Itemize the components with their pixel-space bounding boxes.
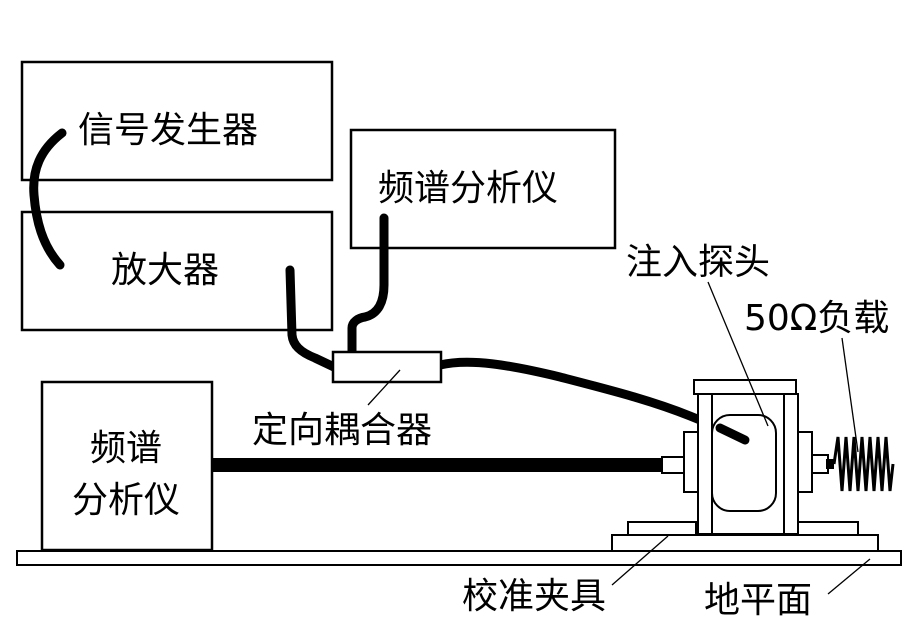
load-stem bbox=[826, 459, 834, 469]
load-50ohm-spring bbox=[832, 436, 895, 492]
leader-fixture bbox=[611, 535, 669, 586]
leader-coupler bbox=[367, 369, 401, 406]
fixture-post-right bbox=[783, 393, 799, 535]
cable-analyzer-to-fixture bbox=[212, 458, 668, 472]
spectrum-analyzer-left-box bbox=[40, 380, 214, 552]
signal-generator-box bbox=[20, 60, 334, 182]
connector-right bbox=[811, 454, 829, 474]
fixture-frame-top bbox=[693, 379, 797, 395]
connector-left bbox=[661, 456, 685, 474]
ground-plane bbox=[16, 550, 902, 566]
cable-probe-entry bbox=[715, 423, 750, 445]
fixture-foot-right bbox=[789, 521, 859, 536]
leader-probe bbox=[707, 281, 769, 427]
leader-ground bbox=[827, 558, 871, 595]
cable-siggen-to-amplifier bbox=[29, 128, 67, 270]
cable-coupler-to-spectrum-analyzer bbox=[347, 213, 389, 358]
label-spectrum-analyzer-top: 频谱分析仪 bbox=[378, 168, 558, 209]
label-spectrum-analyzer-left-line2: 分析仪 bbox=[72, 480, 180, 521]
label-injection-probe: 注入探头 bbox=[626, 242, 770, 283]
injection-probe-body bbox=[711, 414, 777, 512]
amplifier-box bbox=[20, 210, 334, 332]
fixture-post-left bbox=[697, 393, 713, 535]
label-signal-generator: 信号发生器 bbox=[78, 110, 258, 151]
label-load-50ohm: 50Ω负载 bbox=[744, 298, 889, 339]
label-spectrum-analyzer-left-line1: 频谱 bbox=[90, 428, 162, 469]
fixture-base bbox=[611, 534, 879, 552]
fixture-flange-right bbox=[797, 431, 813, 493]
cable-amplifier-to-coupler bbox=[285, 265, 339, 372]
leader-load bbox=[841, 337, 859, 453]
label-amplifier: 放大器 bbox=[111, 250, 219, 291]
label-calibration-fixture: 校准夹具 bbox=[462, 576, 606, 617]
label-directional-coupler: 定向耦合器 bbox=[252, 410, 432, 451]
label-ground-plane: 地平面 bbox=[704, 580, 812, 621]
cable-coupler-to-probe bbox=[435, 357, 747, 442]
fixture-flange-left bbox=[683, 431, 699, 493]
directional-coupler bbox=[331, 350, 443, 384]
fixture-foot-left bbox=[627, 521, 697, 536]
spectrum-analyzer-top-box bbox=[349, 128, 617, 250]
